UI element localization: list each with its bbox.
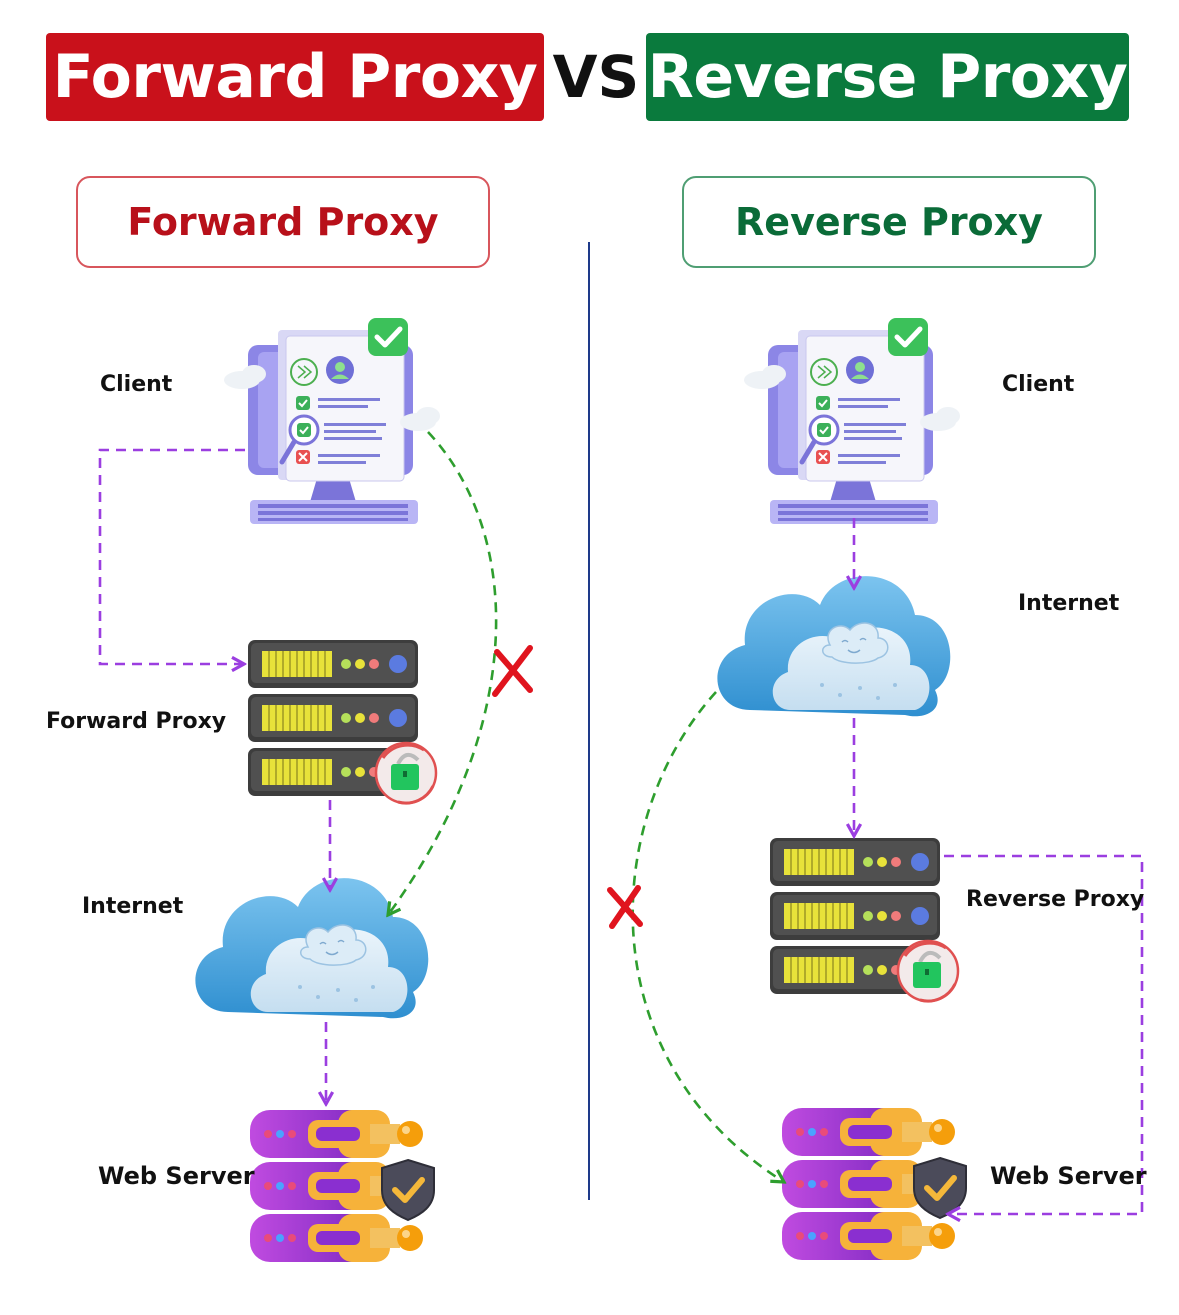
reverse-client-monitor-icon: [744, 318, 960, 524]
left-internet-label: Internet: [82, 894, 184, 919]
left-web-server-label: Web Server: [98, 1162, 255, 1190]
forward-flow-client-to-proxy: [98, 448, 245, 664]
title-reverse-proxy: Reverse Proxy: [646, 33, 1129, 121]
reverse-blocked-direct-path: [631, 691, 784, 1182]
reverse-flow-proxy-to-server: [944, 854, 1144, 1214]
reverse-web-server-icon: [782, 1108, 966, 1260]
forward-blocked-direct-path: [388, 431, 498, 915]
right-client-label: Client: [1002, 372, 1075, 397]
reverse-internet-cloud-icon: [716, 575, 952, 718]
forward-proxy-heading: Forward Proxy: [76, 176, 490, 268]
forward-x-mark-icon: [492, 645, 533, 697]
right-reverse-proxy-label: Reverse Proxy: [966, 887, 1145, 912]
reverse-proxy-heading: Reverse Proxy: [682, 176, 1096, 268]
right-web-server-label: Web Server: [990, 1162, 1147, 1190]
forward-client-monitor-icon: [224, 318, 440, 524]
reverse-x-mark-icon: [607, 885, 643, 929]
forward-web-server-icon: [250, 1110, 434, 1262]
reverse-proxy-server-icon: [770, 838, 958, 1001]
forward-internet-cloud-icon: [194, 877, 430, 1020]
left-forward-proxy-label: Forward Proxy: [46, 709, 227, 734]
title-forward-proxy: Forward Proxy: [46, 33, 544, 121]
title-vs: VS: [552, 43, 640, 111]
forward-proxy-server-icon: [248, 640, 436, 803]
left-client-label: Client: [100, 372, 173, 397]
right-internet-label: Internet: [1018, 591, 1120, 616]
